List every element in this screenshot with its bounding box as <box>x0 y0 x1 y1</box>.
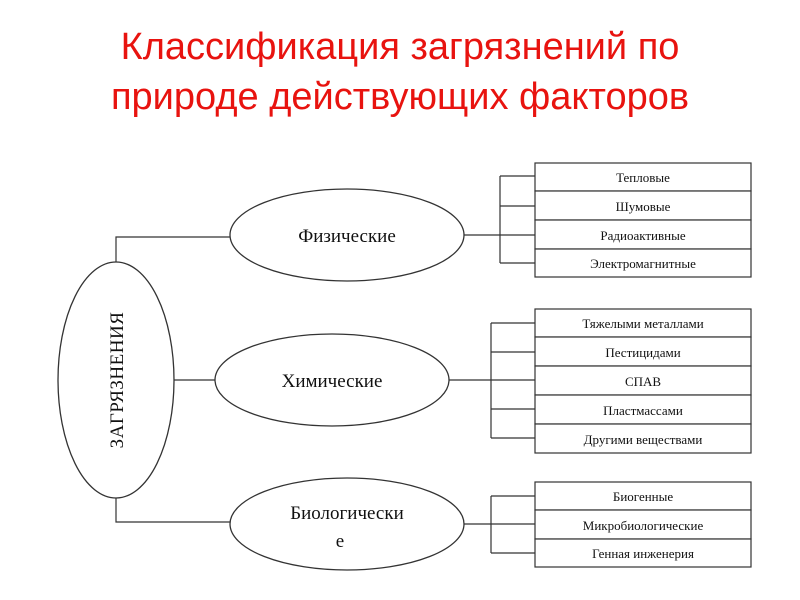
item-box-electromagnetic <box>534 248 752 278</box>
item-box-thermal <box>534 162 752 192</box>
item-label-plastics: Пластмассами <box>603 403 683 418</box>
chemical-connectors <box>449 322 535 439</box>
category-label-physical: Физические <box>298 226 396 247</box>
physical-boxes: Тепловые Шумовые Радиоактивные Электрома… <box>534 162 752 278</box>
item-box-radioactive <box>534 219 752 250</box>
connector-root-physical <box>115 236 230 265</box>
item-box-pesticides <box>534 336 752 367</box>
root-ellipse <box>57 261 175 499</box>
category-chemical: Химические Тяжелыми металлами Пестицидам… <box>214 308 752 454</box>
root-connectors <box>115 236 230 523</box>
item-box-plastics <box>534 394 752 425</box>
root-label: ЗАГРЯЗНЕНИЯ <box>107 312 128 449</box>
root-node: ЗАГРЯЗНЕНИЯ <box>57 261 175 499</box>
item-box-genetic-engineering <box>534 538 752 568</box>
item-label-spav: СПАВ <box>625 374 661 389</box>
category-label-biological-line1: Биологически <box>290 503 404 524</box>
title-line-2: природе действующих факторов <box>110 76 690 118</box>
item-box-heavy-metals <box>534 308 752 338</box>
item-box-noise <box>534 190 752 221</box>
physical-connectors <box>464 175 535 264</box>
item-label-noise: Шумовые <box>616 199 671 214</box>
item-label-other-substances: Другими веществами <box>584 432 703 447</box>
category-label-chemical: Химические <box>282 371 383 392</box>
biological-connectors <box>464 495 535 554</box>
item-box-spav <box>534 365 752 396</box>
item-label-genetic-engineering: Генная инженерия <box>592 546 694 561</box>
connector-root-biological <box>115 492 230 523</box>
chemical-boxes: Тяжелыми металлами Пестицидами СПАВ Плас… <box>534 308 752 454</box>
title-line-1: Классификация загрязнений по <box>120 26 680 68</box>
item-label-microbiological: Микробиологические <box>583 518 704 533</box>
item-label-heavy-metals: Тяжелыми металлами <box>582 316 703 331</box>
category-biological: Биологически е Биогенные Микробиологичес… <box>229 477 752 571</box>
item-box-other-substances <box>534 423 752 454</box>
item-label-biogenic: Биогенные <box>613 489 674 504</box>
category-physical: Физические Тепловые Шумовые Радиоактивны… <box>229 162 752 282</box>
item-label-electromagnetic: Электромагнитные <box>590 256 696 271</box>
item-label-thermal: Тепловые <box>616 170 670 185</box>
item-label-pesticides: Пестицидами <box>605 345 680 360</box>
item-label-radioactive: Радиоактивные <box>600 228 685 243</box>
category-label-biological-line2: е <box>336 531 344 552</box>
slide-title: Классификация загрязнений по природе дей… <box>0 22 800 122</box>
biological-boxes: Биогенные Микробиологические Генная инже… <box>534 481 752 568</box>
category-ellipse-biological <box>229 477 465 571</box>
